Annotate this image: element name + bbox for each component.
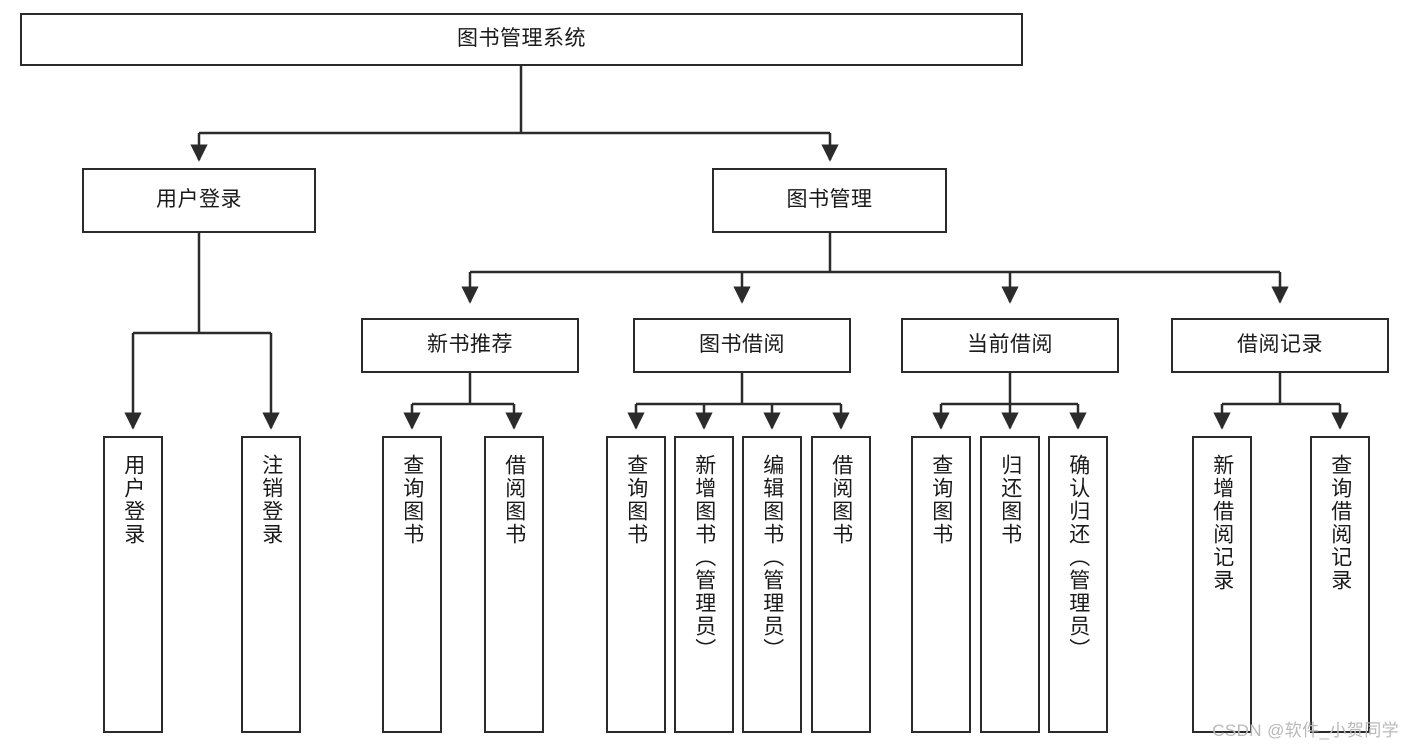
leaf-label-logout-login: 注销登录 [259,454,283,546]
leaf-label-borrow-book-2: 借阅图书 [829,454,853,546]
node-label-book-borrow: 图书借阅 [699,333,785,357]
node-label-borrow-record: 借阅记录 [1237,333,1323,357]
leaf-label-query-record: 查询借阅记录 [1328,454,1352,592]
node-label-new-book-recommend: 新书推荐 [427,333,513,357]
leaf-query-book-1[interactable]: 查询图书 [382,436,442,733]
leaf-label-borrow-book-1: 借阅图书 [502,454,526,546]
leaf-return-book[interactable]: 归还图书 [980,436,1040,733]
node-label-current-borrow: 当前借阅 [967,333,1053,357]
node-user-login[interactable]: 用户登录 [82,168,316,233]
leaf-query-book-2[interactable]: 查询图书 [606,436,666,733]
node-label-user-login: 用户登录 [156,188,242,212]
leaf-label-query-book-3: 查询图书 [929,454,953,546]
leaf-label-user-login: 用户登录 [121,454,145,546]
leaf-borrow-book-1[interactable]: 借阅图书 [484,436,544,733]
node-book-borrow[interactable]: 图书借阅 [633,318,851,373]
csdn-watermark: CSDN @软件_小贺同学 [1212,721,1399,740]
leaf-query-record[interactable]: 查询借阅记录 [1310,436,1370,733]
node-new-book-recommend[interactable]: 新书推荐 [361,318,579,373]
leaf-label-return-book: 归还图书 [998,454,1022,546]
leaf-edit-book[interactable]: 编辑图书（管理员） [742,436,802,733]
node-borrow-record[interactable]: 借阅记录 [1171,318,1389,373]
leaf-logout-login[interactable]: 注销登录 [241,436,301,733]
node-current-borrow[interactable]: 当前借阅 [901,318,1119,373]
leaf-label-add-record: 新增借阅记录 [1210,454,1234,592]
leaf-label-query-book-1: 查询图书 [400,454,424,546]
leaf-user-login[interactable]: 用户登录 [103,436,163,733]
leaf-label-confirm-return: 确认归还（管理员） [1066,454,1090,661]
leaf-confirm-return[interactable]: 确认归还（管理员） [1048,436,1108,733]
leaf-add-book[interactable]: 新增图书（管理员） [674,436,734,733]
leaf-label-edit-book: 编辑图书（管理员） [760,454,784,661]
node-root-system[interactable]: 图书管理系统 [20,13,1023,66]
leaf-add-record[interactable]: 新增借阅记录 [1192,436,1252,733]
leaf-label-add-book: 新增图书（管理员） [692,454,716,661]
node-label-book-manage: 图书管理 [786,188,873,212]
node-label-root: 图书管理系统 [457,27,586,51]
leaf-label-query-book-2: 查询图书 [624,454,648,546]
leaf-borrow-book-2[interactable]: 借阅图书 [811,436,871,733]
node-book-manage[interactable]: 图书管理 [712,168,947,233]
leaf-query-book-3[interactable]: 查询图书 [911,436,971,733]
